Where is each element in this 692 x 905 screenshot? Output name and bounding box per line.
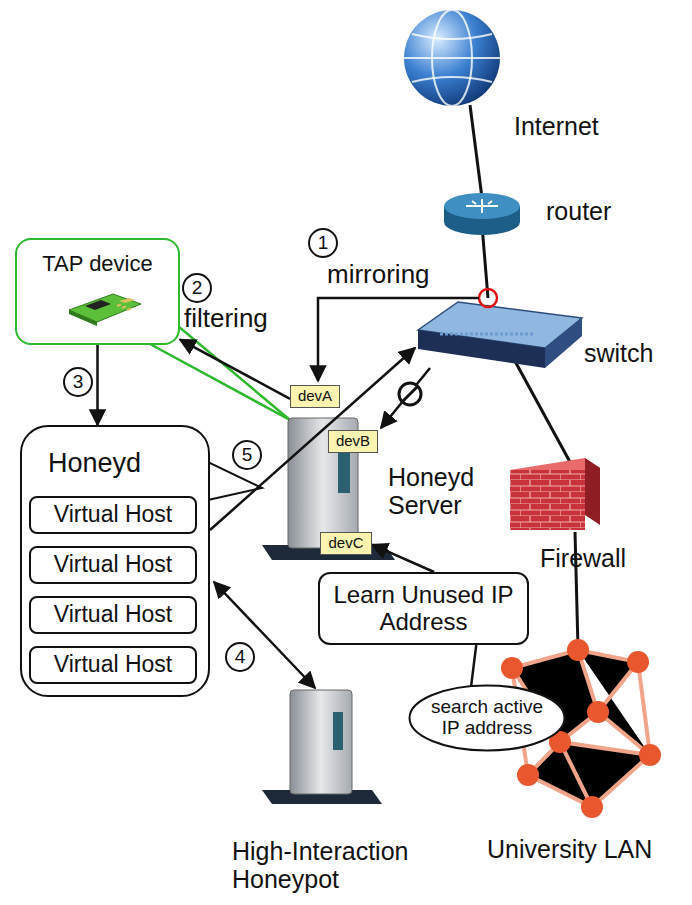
step-label: filtering: [184, 304, 304, 333]
connector: [372, 545, 434, 572]
callout-number: 5: [233, 441, 261, 469]
callout-number: 2: [183, 274, 211, 302]
process-box: Virtual Host: [29, 546, 197, 584]
callout-number: 3: [64, 368, 92, 396]
chip-icon: [65, 288, 145, 328]
node-text: Learn Unused IP Address: [320, 582, 527, 635]
process-box: Learn Unused IP Address: [318, 572, 529, 645]
router-label: router: [546, 198, 636, 226]
connector: [471, 645, 476, 685]
callout-number: 1: [309, 229, 337, 257]
node-text: Honeyd: [48, 449, 141, 479]
process-box: TAP device: [15, 238, 180, 345]
connector: [180, 340, 290, 399]
ellipse-node: search active IP address: [408, 684, 566, 752]
switch-label: switch: [584, 340, 684, 368]
honeyd-box: HoneydVirtual HostVirtual HostVirtual Ho…: [20, 425, 210, 697]
node-text: Virtual Host: [54, 602, 172, 627]
node-text: Virtual Host: [54, 552, 172, 577]
node-text: Virtual Host: [54, 502, 172, 527]
connector: [96, 345, 99, 425]
node-text: Virtual Host: [54, 652, 172, 677]
firewall-label: Firewall: [540, 545, 670, 573]
step-label: mirroring: [327, 260, 477, 289]
callout-number: 4: [226, 643, 254, 671]
node-text: devA: [298, 388, 332, 405]
process-box: Virtual Host: [29, 596, 197, 634]
process-box: devC: [320, 532, 372, 555]
lan-label: University LAN: [487, 836, 687, 864]
honeypot-label: High-Interaction Honeypot: [232, 838, 512, 893]
node-text: devC: [328, 535, 363, 552]
globe-label: Internet: [514, 113, 654, 141]
server-label: Honeyd Server: [388, 464, 498, 519]
node-text: devB: [336, 433, 370, 450]
process-box: devA: [290, 385, 340, 408]
process-box: devB: [328, 430, 378, 453]
process-box: Virtual Host: [29, 496, 197, 534]
process-box: Virtual Host: [29, 646, 197, 684]
node-text: search active IP address: [423, 697, 551, 739]
node-text: TAP device: [42, 252, 152, 276]
